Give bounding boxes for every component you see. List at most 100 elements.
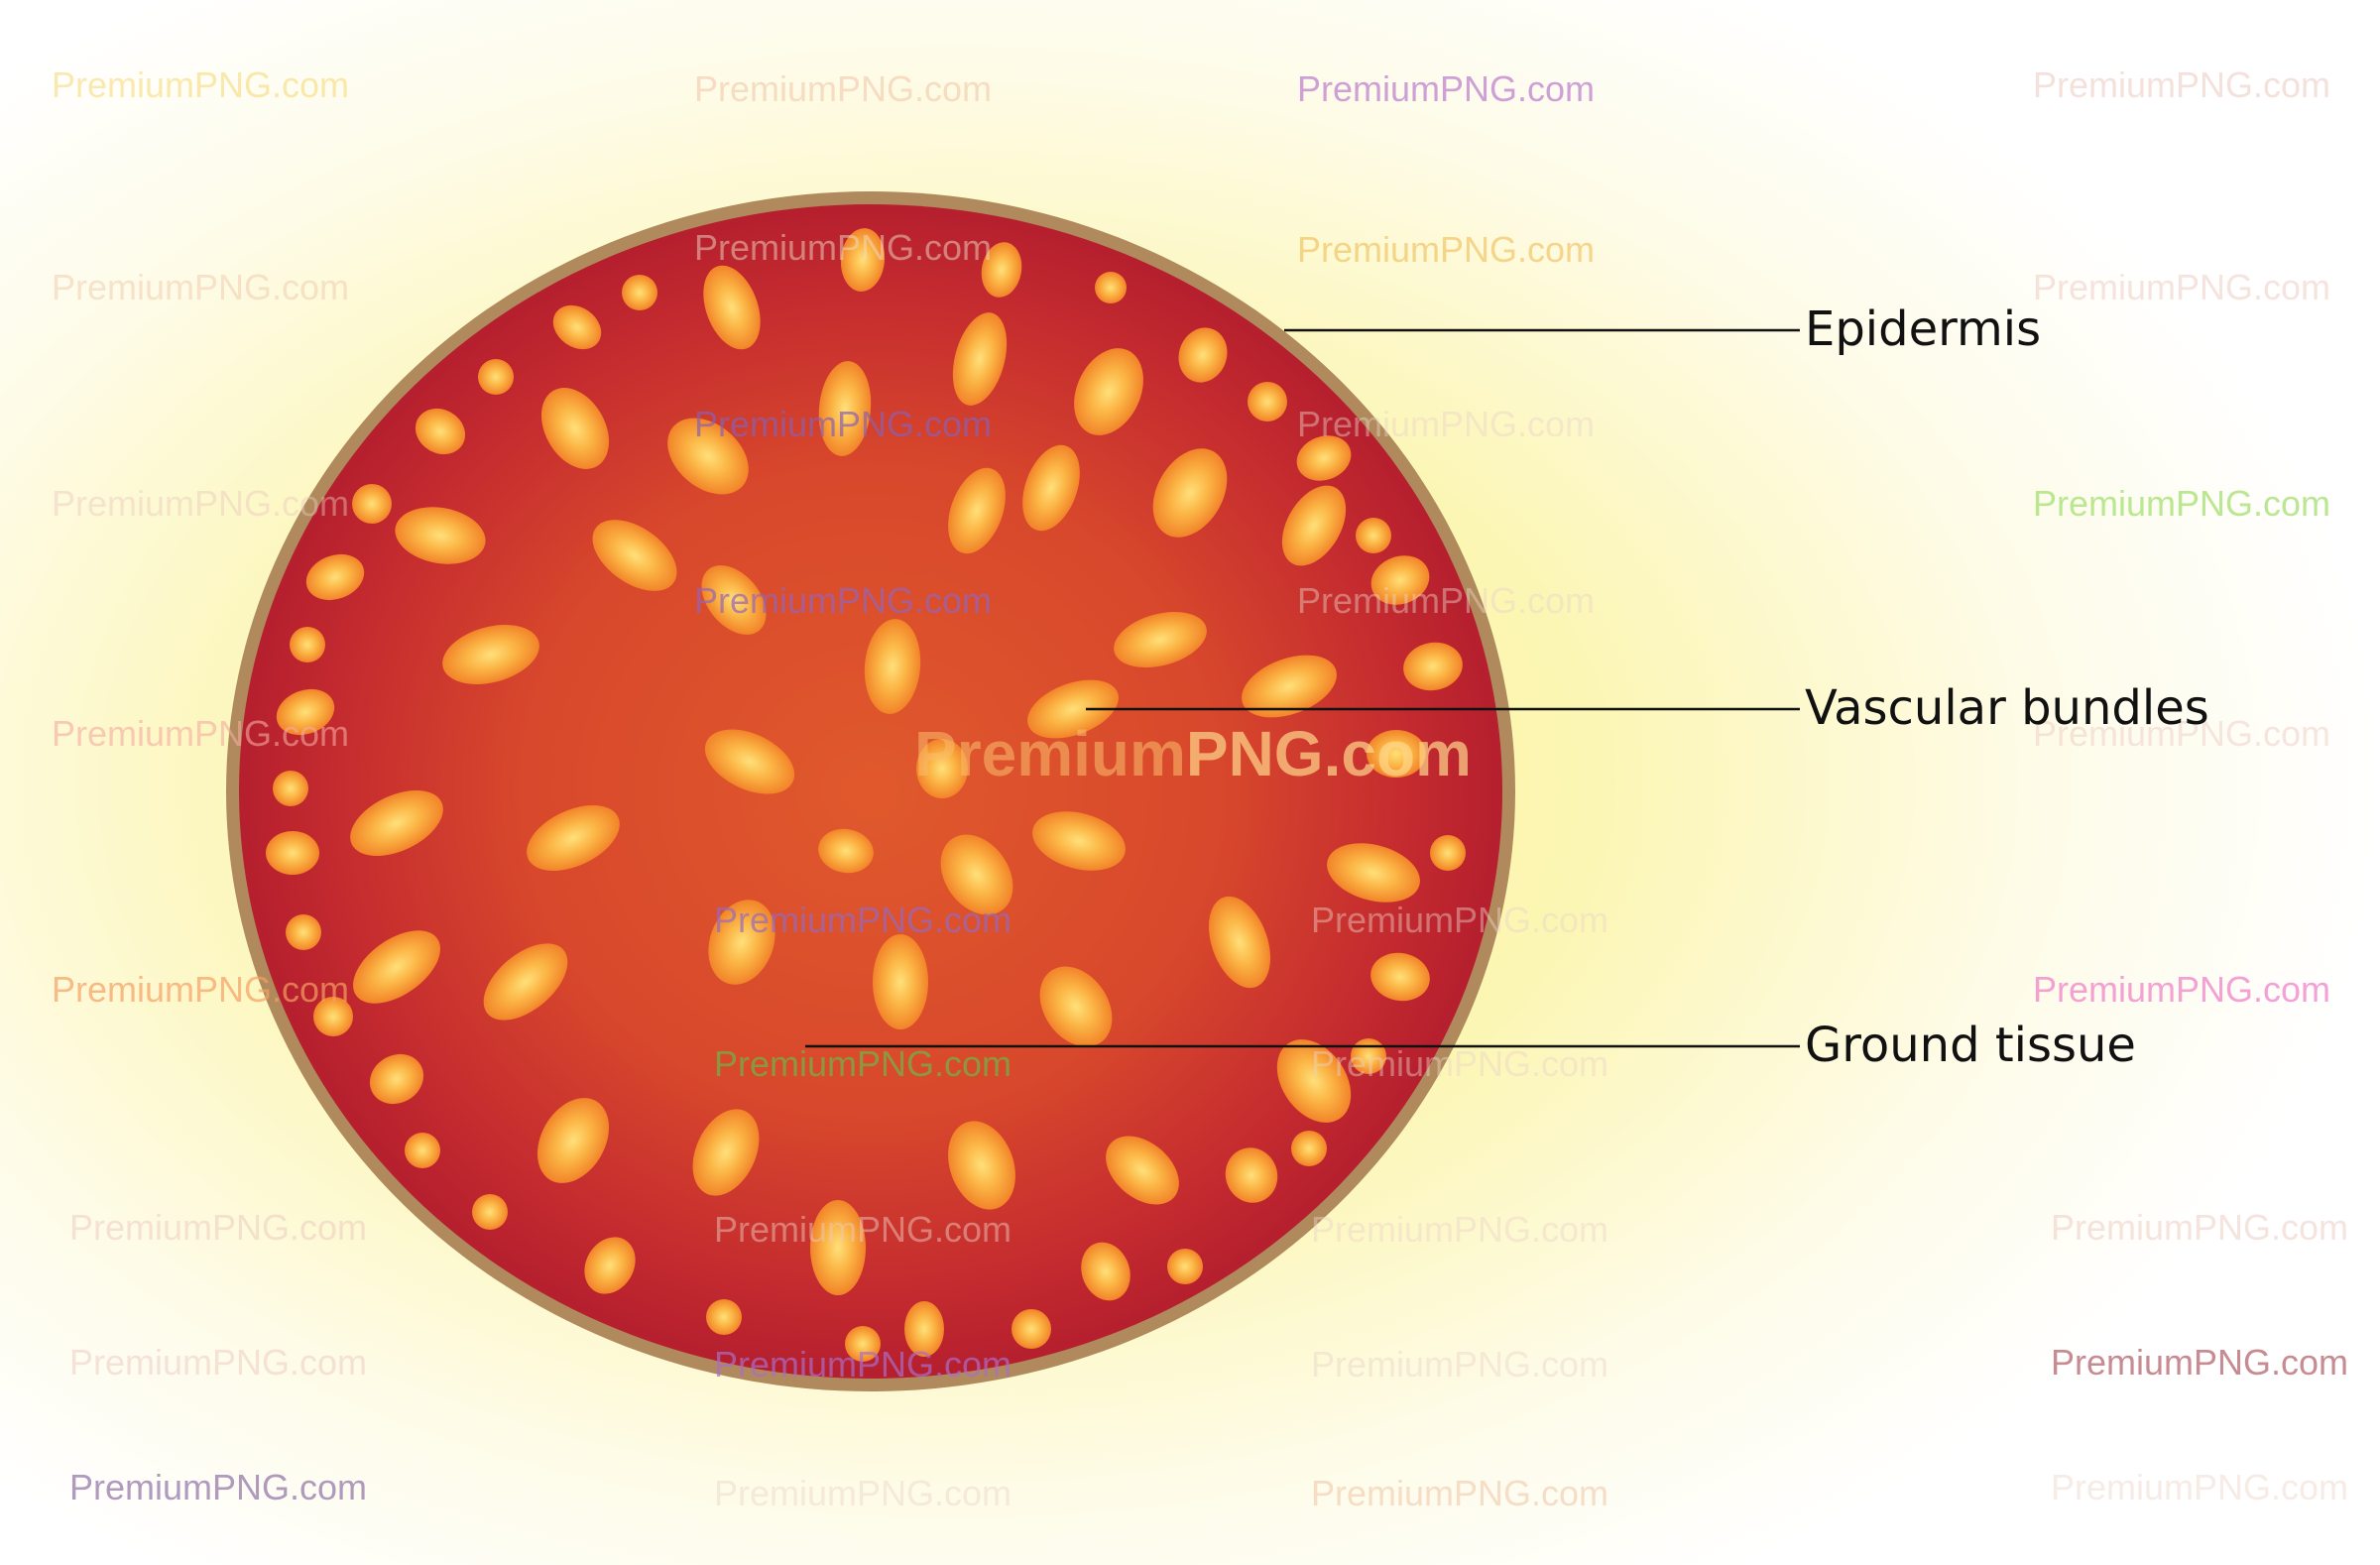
vascular-bundle bbox=[1095, 272, 1127, 303]
vascular-bundle bbox=[1081, 1242, 1130, 1301]
vascular-bundle bbox=[1403, 642, 1463, 691]
vascular-bundle bbox=[483, 943, 568, 1021]
vascular-bundle bbox=[478, 359, 514, 395]
watermark-text: PremiumPNG.com bbox=[2051, 1342, 2349, 1383]
vascular-bundle bbox=[703, 265, 761, 350]
vascular-bundle bbox=[552, 304, 602, 350]
watermark-text: PremiumPNG.com bbox=[1311, 1473, 1609, 1513]
vascular-bundle bbox=[286, 914, 321, 950]
vascular-bundle bbox=[1281, 485, 1347, 566]
vascular-bundle bbox=[1027, 679, 1119, 739]
vascular-bundle bbox=[810, 1200, 866, 1295]
vascular-bundle bbox=[395, 507, 486, 564]
vascular-bundle bbox=[904, 1301, 944, 1357]
vascular-bundle bbox=[840, 228, 886, 292]
vascular-bundle bbox=[540, 388, 610, 469]
watermark-text: PremiumPNG.com bbox=[2033, 64, 2331, 105]
vascular-bundles-group bbox=[266, 228, 1466, 1362]
vascular-bundle bbox=[1152, 448, 1228, 538]
watermark-center-prefix: Premium bbox=[914, 718, 1186, 789]
watermark-text: PremiumPNG.com bbox=[52, 713, 350, 754]
vascular-bundle bbox=[701, 565, 767, 635]
watermark-text: PremiumPNG.com bbox=[52, 64, 350, 105]
vascular-bundle bbox=[527, 804, 620, 872]
vascular-bundle bbox=[305, 553, 365, 601]
vascular-bundle bbox=[1022, 444, 1080, 532]
vascular-bundle bbox=[266, 831, 319, 875]
watermark-text: PremiumPNG.com bbox=[1297, 68, 1596, 109]
watermark-text: PremiumPNG.com bbox=[2051, 1467, 2349, 1507]
vascular-bundle bbox=[1178, 327, 1228, 383]
watermark-text: PremiumPNG.com bbox=[1311, 900, 1609, 940]
vascular-bundle bbox=[472, 1194, 508, 1230]
vascular-bundle bbox=[1370, 952, 1430, 1002]
watermark-text: PremiumPNG.com bbox=[714, 1043, 1012, 1084]
vascular-bundle bbox=[948, 467, 1006, 554]
watermark-text: PremiumPNG.com bbox=[714, 1344, 1012, 1384]
watermark-text: PremiumPNG.com bbox=[2051, 1207, 2349, 1248]
watermark-text: PremiumPNG.com bbox=[2033, 483, 2331, 524]
watermark-text: PremiumPNG.com bbox=[714, 1209, 1012, 1250]
watermark-text: PremiumPNG.com bbox=[1311, 1043, 1609, 1084]
watermark-text: PremiumPNG.com bbox=[694, 227, 993, 268]
vascular-bundle bbox=[442, 625, 539, 684]
vascular-bundle bbox=[273, 771, 308, 806]
vascular-bundle bbox=[405, 1133, 440, 1168]
vascular-bundle bbox=[667, 418, 749, 495]
watermark-text: PremiumPNG.com bbox=[1297, 580, 1596, 621]
vascular-bundle bbox=[313, 997, 353, 1036]
vascular-bundle bbox=[1327, 843, 1420, 903]
vascular-bundle bbox=[276, 688, 335, 736]
vascular-bundle bbox=[940, 834, 1013, 915]
vascular-bundle bbox=[818, 828, 874, 874]
label-vascular-bundles: Vascular bundles bbox=[1805, 680, 2209, 736]
vascular-bundle bbox=[1225, 1147, 1278, 1203]
label-ground-tissue: Ground tissue bbox=[1805, 1018, 2136, 1073]
watermark-text: PremiumPNG.com bbox=[1297, 229, 1596, 270]
vascular-bundle bbox=[818, 361, 872, 456]
vascular-bundle bbox=[916, 739, 968, 798]
vascular-bundle bbox=[981, 242, 1022, 298]
watermark-text: PremiumPNG.com bbox=[52, 483, 350, 524]
vascular-bundle bbox=[1370, 555, 1430, 605]
vascular-bundle bbox=[584, 1237, 636, 1294]
watermark-text: PremiumPNG.com bbox=[1311, 1344, 1609, 1384]
watermark-text: PremiumPNG.com bbox=[2033, 713, 2331, 754]
vascular-bundle bbox=[1074, 348, 1143, 435]
vascular-bundle bbox=[864, 619, 921, 714]
vascular-bundle bbox=[1039, 966, 1113, 1047]
watermark-center-suffix: PNG.com bbox=[1185, 718, 1472, 789]
vascular-bundle bbox=[706, 1299, 742, 1335]
vascular-bundle bbox=[1248, 382, 1287, 421]
vascular-bundle bbox=[350, 789, 443, 857]
vascular-bundle bbox=[873, 934, 928, 1029]
watermark-text: PremiumPNG.com bbox=[694, 404, 993, 444]
vascular-bundle bbox=[1242, 655, 1337, 718]
vascular-bundle bbox=[1167, 1249, 1203, 1284]
vascular-bundle bbox=[1012, 1309, 1051, 1349]
vascular-bundle bbox=[692, 1109, 760, 1196]
watermark-text: PremiumPNG.com bbox=[69, 1342, 368, 1383]
watermark-text: PremiumPNG.com bbox=[694, 68, 993, 109]
vascular-bundle bbox=[1208, 896, 1271, 989]
watermark-text: PremiumPNG.com bbox=[69, 1207, 368, 1248]
vascular-bundle bbox=[290, 627, 325, 662]
vascular-bundle bbox=[536, 1098, 610, 1183]
watermark-text: PremiumPNG.com bbox=[52, 969, 350, 1010]
watermark-text: PremiumPNG.com bbox=[1297, 404, 1596, 444]
vascular-bundle bbox=[708, 900, 775, 985]
vascular-bundle bbox=[948, 1121, 1015, 1210]
vascular-bundle bbox=[1367, 730, 1426, 778]
vascular-bundle bbox=[1106, 1136, 1179, 1205]
vascular-bundle bbox=[952, 312, 1008, 406]
vascular-bundle bbox=[1291, 1131, 1327, 1166]
ground-tissue bbox=[239, 204, 1502, 1379]
vascular-bundle bbox=[369, 1053, 424, 1105]
vascular-bundle bbox=[415, 408, 466, 455]
vascular-bundle bbox=[1430, 835, 1466, 871]
watermark-center: PremiumPNG.com bbox=[914, 722, 1472, 785]
watermark-text: PremiumPNG.com bbox=[2033, 267, 2331, 307]
watermark-text: PremiumPNG.com bbox=[694, 580, 993, 621]
watermark-text: PremiumPNG.com bbox=[1311, 1209, 1609, 1250]
